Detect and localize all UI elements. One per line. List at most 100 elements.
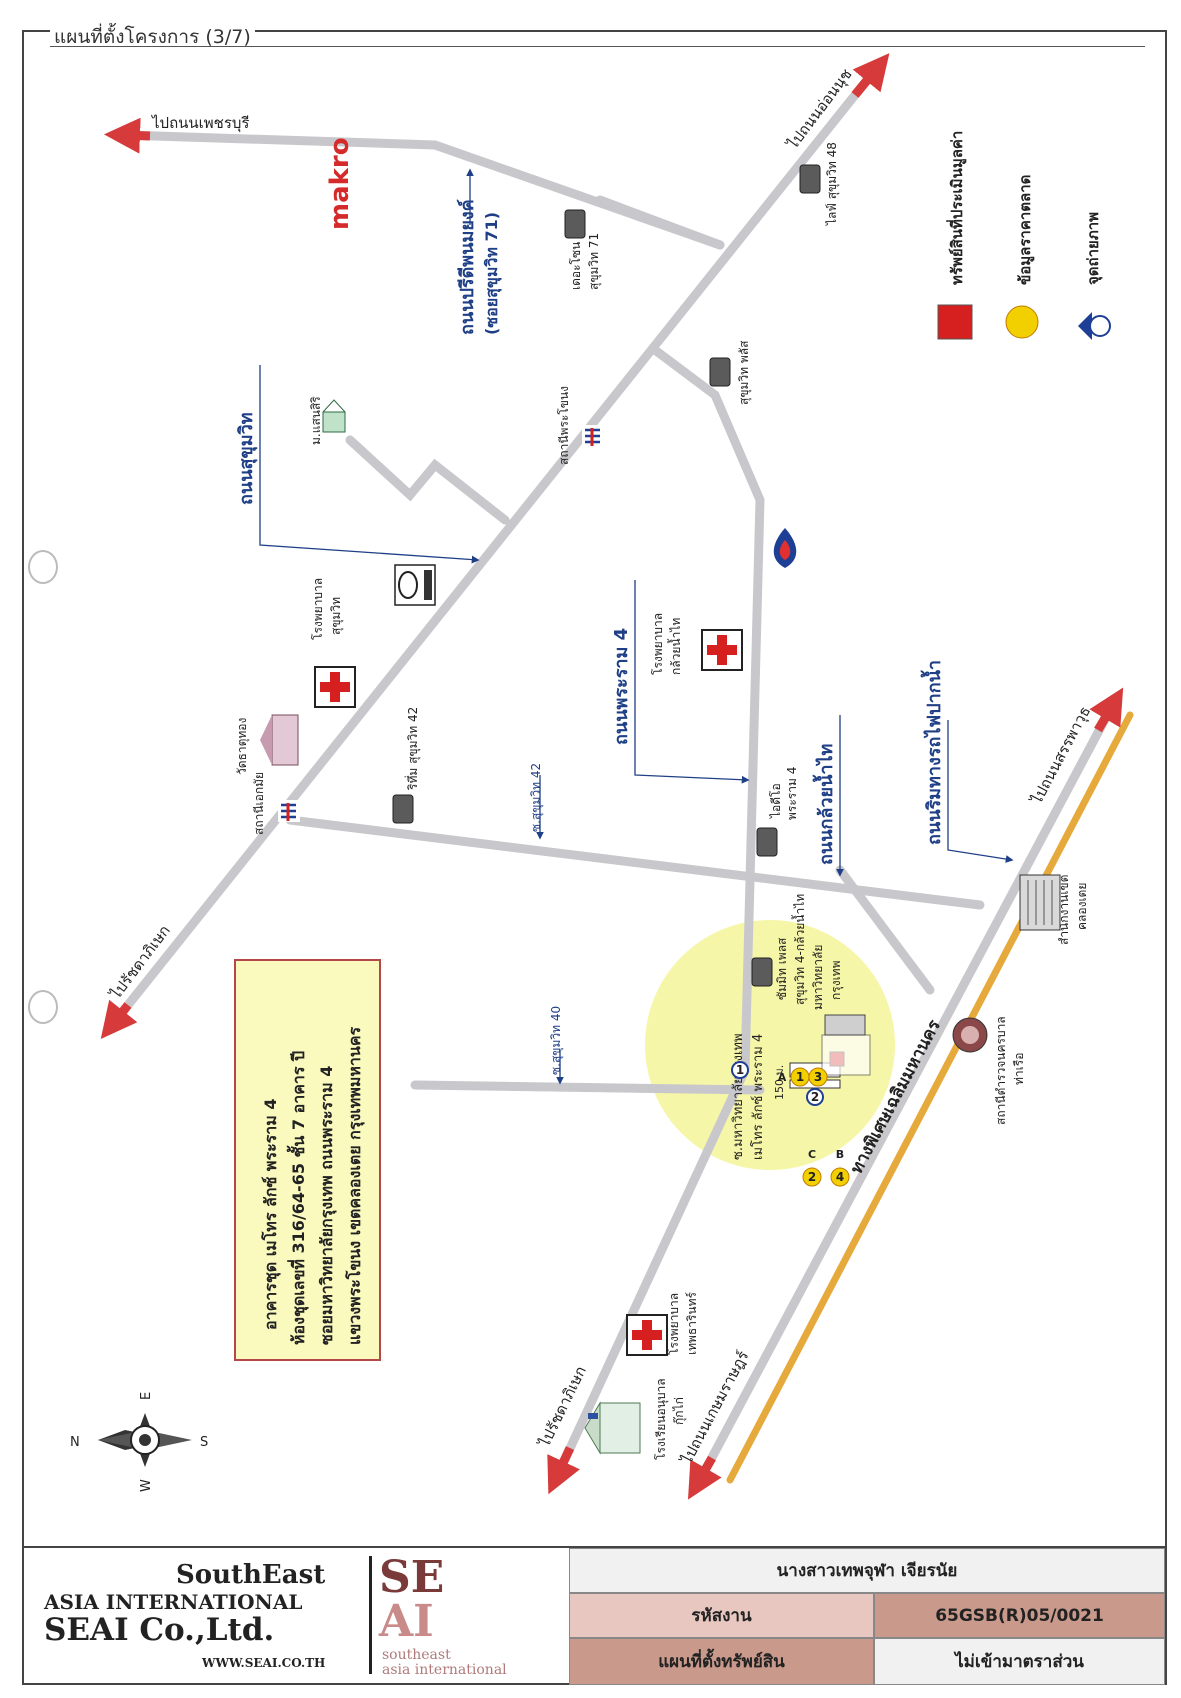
- compass-s: S: [200, 1435, 208, 1450]
- legend-photo-label: จุดถ่ายภาพ: [1084, 212, 1103, 285]
- page-title: แผนที่ตั้งโครงการ (3/7): [50, 22, 255, 52]
- label-pridi: ถนนปรีดีพนมยงค์: [456, 199, 478, 335]
- school-icon: [322, 399, 346, 433]
- hospital-icon: [701, 629, 743, 671]
- office-building-icon: [1019, 874, 1061, 931]
- punch-hole-top: [28, 550, 58, 584]
- job-code-label: รหัสงาน: [569, 1593, 874, 1638]
- label-rama4: ถนนพระราม 4: [611, 628, 632, 745]
- logo-se: SE: [379, 1552, 445, 1603]
- label-ideo: ไอดีโอ: [769, 783, 783, 819]
- label-sukhumvit: ถนนสุขุมวิท: [236, 412, 258, 505]
- info-line-4: แขวงพระโขนง เขตคลองเตย กรุงเทพมหานคร: [344, 1026, 365, 1345]
- marker-c-label: C: [808, 1148, 816, 1161]
- compass-n: N: [70, 1435, 80, 1450]
- label-bu: มหาวิทยาลัย: [811, 945, 825, 1010]
- label-school-2: กุ๊กไก่: [672, 1397, 687, 1425]
- map-legend: ทรัพย์สินที่ประเมินมูลค่า ข้อมูลราคาตลาด…: [937, 131, 1111, 340]
- makro-logo: makro: [325, 137, 355, 230]
- label-police: สถานีตำรวจนครบาล: [994, 1016, 1008, 1125]
- label-rhythm: ริทึ่ม สุขุมวิท 42: [404, 707, 421, 791]
- info-line-2: ห้องชุดเลขที่ 316/64-65 ชั้น 7 อาคาร ปี: [286, 1051, 309, 1345]
- label-railway-office-2: คลองเตย: [1075, 883, 1089, 930]
- road-soi42: [285, 815, 985, 910]
- comparable-3-icon: [808, 1067, 828, 1087]
- label-hospital-sukhumvit-2: สุขุมวิท: [329, 597, 344, 635]
- arrow-rama9-top: [100, 999, 138, 1040]
- legend-subject-label: ทรัพย์สินที่ประเมินมูลค่า: [946, 131, 967, 285]
- client-name: นางสาวเทพจุฬา เจียรนัย: [569, 1548, 1165, 1593]
- label-ideo-2: พระราม 4: [785, 767, 799, 820]
- label-msaengsiri: ม.แสนสิริ: [309, 396, 323, 445]
- title-rule: [50, 46, 1145, 47]
- road-pridi: [595, 195, 725, 250]
- legend-comparable-icon: [1005, 305, 1039, 339]
- logo-seai-co: SEAI Co.,Ltd.: [44, 1612, 275, 1648]
- comparable-4-label: 4: [836, 1170, 844, 1184]
- label-to-phetchaburi: ไปถนนเพชรบุรี: [151, 114, 250, 133]
- label-lyf48: ไลฟ์ สุขุมวิท 48: [825, 142, 840, 226]
- label-soi40: ซ.สุขุมวิท 40: [549, 1006, 564, 1075]
- job-code-value: 65GSB(R)05/0021: [874, 1593, 1165, 1638]
- comparable-1-label: 1: [796, 1070, 804, 1084]
- label-phra-khanong-station: สถานีพระโขนง: [557, 386, 571, 465]
- legend-subject-icon: [937, 304, 973, 340]
- label-sukhumvit-plus: สุขุมวิท พลัส: [737, 340, 752, 405]
- kindergarten-icon: [584, 1401, 641, 1455]
- railway-line: [726, 711, 1134, 1484]
- comparable-4-icon: [830, 1167, 850, 1187]
- comparable-2-label: 2: [808, 1170, 816, 1184]
- building-lyf48-icon: [799, 164, 821, 194]
- logo-small-asia: asia international: [382, 1662, 507, 1678]
- road-soi40: [410, 1080, 765, 1095]
- label-summit: ซัมมิท เพลส: [775, 937, 789, 1000]
- comparable-3-label: 3: [814, 1070, 822, 1084]
- label-wat-that-thong: วัดธาตุทอง: [235, 718, 250, 775]
- building-ideo-icon: [756, 827, 778, 857]
- petrol-station-icon: [773, 528, 797, 568]
- logo-ai: AI: [379, 1596, 434, 1647]
- company-logo: SouthEast ASIA INTERNATIONAL SEAI Co.,Lt…: [24, 1548, 571, 1685]
- photo-point-2-label: 2: [811, 1090, 819, 1104]
- label-bu-2: กรุงเทพ: [829, 960, 844, 1000]
- location-map: ถนนปรีดีพนมยงค์ (ซอยสุขุมวิท 71) ถนนสุขุ…: [70, 53, 1134, 1500]
- arrow-phetchaburi: [104, 117, 151, 154]
- label-rim-rotfai: ถนนริมทางรถไฟปากน้ำ: [920, 660, 945, 845]
- logo-url: WWW.SEAI.CO.TH: [202, 1656, 326, 1670]
- arrow-on-nut: [851, 53, 890, 98]
- building-summit-icon: [751, 957, 773, 987]
- police-station-icon: [952, 1017, 988, 1053]
- road-sukhumvit: [115, 65, 880, 1020]
- label-sukhumvit71: สุขุมวิท 71: [587, 233, 602, 290]
- hospital-icon: [626, 1314, 668, 1356]
- bts-station-icon: [278, 800, 300, 822]
- label-hospital-sukhumvit: โรงพยาบาล: [311, 578, 325, 640]
- comparable-2-icon: [802, 1167, 822, 1187]
- road-msaengsiri-link: [345, 435, 510, 525]
- legend-comparable-label: ข้อมูลราคาตลาด: [1016, 175, 1035, 285]
- mazda-logo-icon: [394, 564, 436, 606]
- label-hospital-kluai-2: กล้วยน้ำไท: [667, 618, 683, 675]
- pointer-rama4: [634, 580, 750, 784]
- info-line-1: อาคารชุด เมโทร ลักซ์ พระราม 4: [260, 1099, 281, 1331]
- label-soi-mahawit: ซ.มหาวิทยาลัยกรุงเทพ: [731, 1033, 746, 1160]
- label-pridi-sub: (ซอยสุขุมวิท 71): [482, 212, 502, 335]
- scale-note: ไม่เข้ามาตราส่วน: [874, 1638, 1165, 1685]
- logo-divider: [369, 1556, 372, 1674]
- label-hospital-kluai: โรงพยาบาล: [651, 613, 665, 675]
- label-the-zone: เดอะโซน: [569, 242, 583, 290]
- logo-southeast: SouthEast: [176, 1560, 326, 1590]
- building-sukhumvit-plus-icon: [709, 357, 731, 387]
- label-hospital-phetcharat-2: เทพธารินทร์: [685, 1291, 699, 1355]
- footer: SouthEast ASIA INTERNATIONAL SEAI Co.,Lt…: [24, 1546, 1165, 1685]
- label-soi42: ซ.สุขุมวิท 42: [529, 763, 544, 832]
- temple-icon: [260, 714, 299, 766]
- label-to-rama9-bottom: ไปรัชดาภิเษก: [535, 1363, 590, 1450]
- pointer-rim-rotfai: [947, 720, 1014, 863]
- label-metro-lux: เมโทร ลักซ์ พระราม 4: [750, 1034, 766, 1160]
- road-rim-rotfai: [695, 705, 1115, 1485]
- logo-asia-international: ASIA INTERNATIONAL: [44, 1590, 303, 1614]
- arrow-rama9-bottom: [547, 1446, 580, 1495]
- compass-icon: N S E W: [70, 1392, 208, 1492]
- punch-hole-bottom: [28, 990, 58, 1024]
